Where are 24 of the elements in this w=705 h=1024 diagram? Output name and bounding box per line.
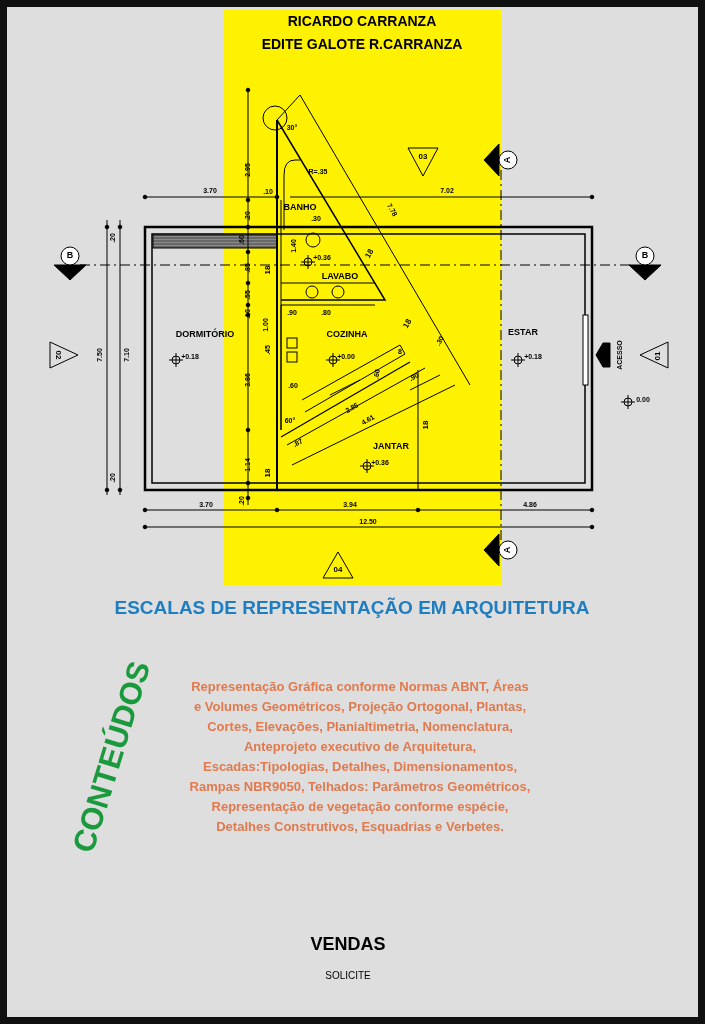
order-note: SOLICITE <box>325 969 371 981</box>
section-letter: A <box>503 156 513 164</box>
room-name: ESTAR <box>508 328 538 338</box>
room-name: JANTAR <box>373 442 409 452</box>
view-number: 04 <box>333 565 343 575</box>
section-letter: B <box>66 251 74 261</box>
step-count: 18 <box>421 420 431 430</box>
room-name: COZINHA <box>326 330 368 340</box>
view-number: 02 <box>53 350 63 360</box>
section-letter: B <box>641 251 649 261</box>
room-name: LAVABO <box>321 272 359 282</box>
cover-title: ESCALAS DE REPRESENTAÇÃO EM ARQUITETURA <box>114 597 590 619</box>
step-count: 18 <box>263 468 273 478</box>
room-name: BANHO <box>283 203 317 213</box>
contents-paragraph: Representação Gráfica conforme Normas ABNT, Áreas e Volumes Geométricos, Projeção Ortogonal, Plantas, Cortes, Elevações, Planialtimetria, Nomenclatura, Anteprojeto executivo de Arquitetura, Escadas:Tipologias, Detalhes, Dimensionamentos, Rampas NBR9050, Telhados: Parâmetros Geométricos, Representação de vegetação conforme espécie, Detalhes Construtivos, Esquadrias e Verbetes. <box>188 678 532 836</box>
view-number: 03 <box>418 152 428 162</box>
step-count: 18 <box>263 265 273 275</box>
author-name: RICARDO CARRANZA <box>287 14 437 30</box>
view-number: 01 <box>653 351 663 361</box>
author-name: EDITE GALOTE R.CARRANZA <box>261 37 463 53</box>
sales-heading: VENDAS <box>310 935 386 955</box>
step-count: 18 <box>401 317 415 331</box>
section-letter: A <box>503 546 513 554</box>
step-count: 18 <box>363 247 377 261</box>
